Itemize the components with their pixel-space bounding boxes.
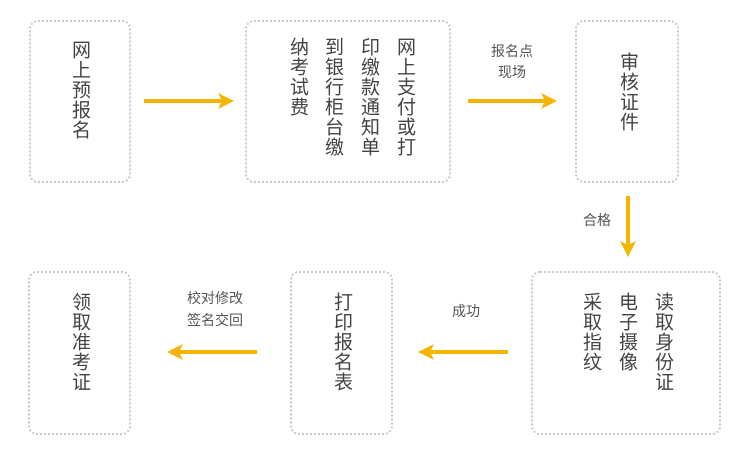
arrowhead-4 [418,344,434,360]
step-review-text: 审核证件 [617,52,639,132]
label-success: 成功 [452,304,480,320]
step-payment-col-3: 印缴款通知单 [358,37,380,157]
step-capture-col-3: 读取身份证 [652,292,674,392]
step-payment-col-1: 纳考试费 [287,37,309,117]
arrowhead-3 [620,241,636,257]
step-capture-box: 采取指纹 电子摄像 读取身份证 [531,271,721,435]
step-print-form-box: 打印报名表 [290,271,393,435]
step-payment-box: 纳考试费 到银行柜台缴 印缴款通知单 网上支付或打 [245,20,451,183]
label-verify-line-2: 签名交回 [187,313,243,329]
step-admission-text: 领取准考证 [69,292,91,392]
label-qualified: 合格 [583,213,611,229]
label-onsite-line-1: 报名点 [491,44,533,60]
step-print-form-text: 打印报名表 [331,292,353,392]
step-capture-col-2: 电子摄像 [616,292,638,372]
step-admission-box: 领取准考证 [28,271,131,435]
label-verify-line-1: 校对修改 [187,291,243,307]
arrowhead-5 [167,344,183,360]
step-online-prereg-box: 网上预报名 [29,20,131,183]
arrowhead-1 [218,93,234,109]
step-review-box: 审核证件 [575,20,679,183]
step-payment-col-4: 网上支付或打 [394,37,416,157]
step-online-prereg-text: 网上预报名 [69,40,91,140]
step-payment-col-2: 到银行柜台缴 [322,37,344,157]
label-onsite-line-2: 现场 [498,65,526,81]
step-capture-col-1: 采取指纹 [580,292,602,372]
arrowhead-2 [541,93,557,109]
